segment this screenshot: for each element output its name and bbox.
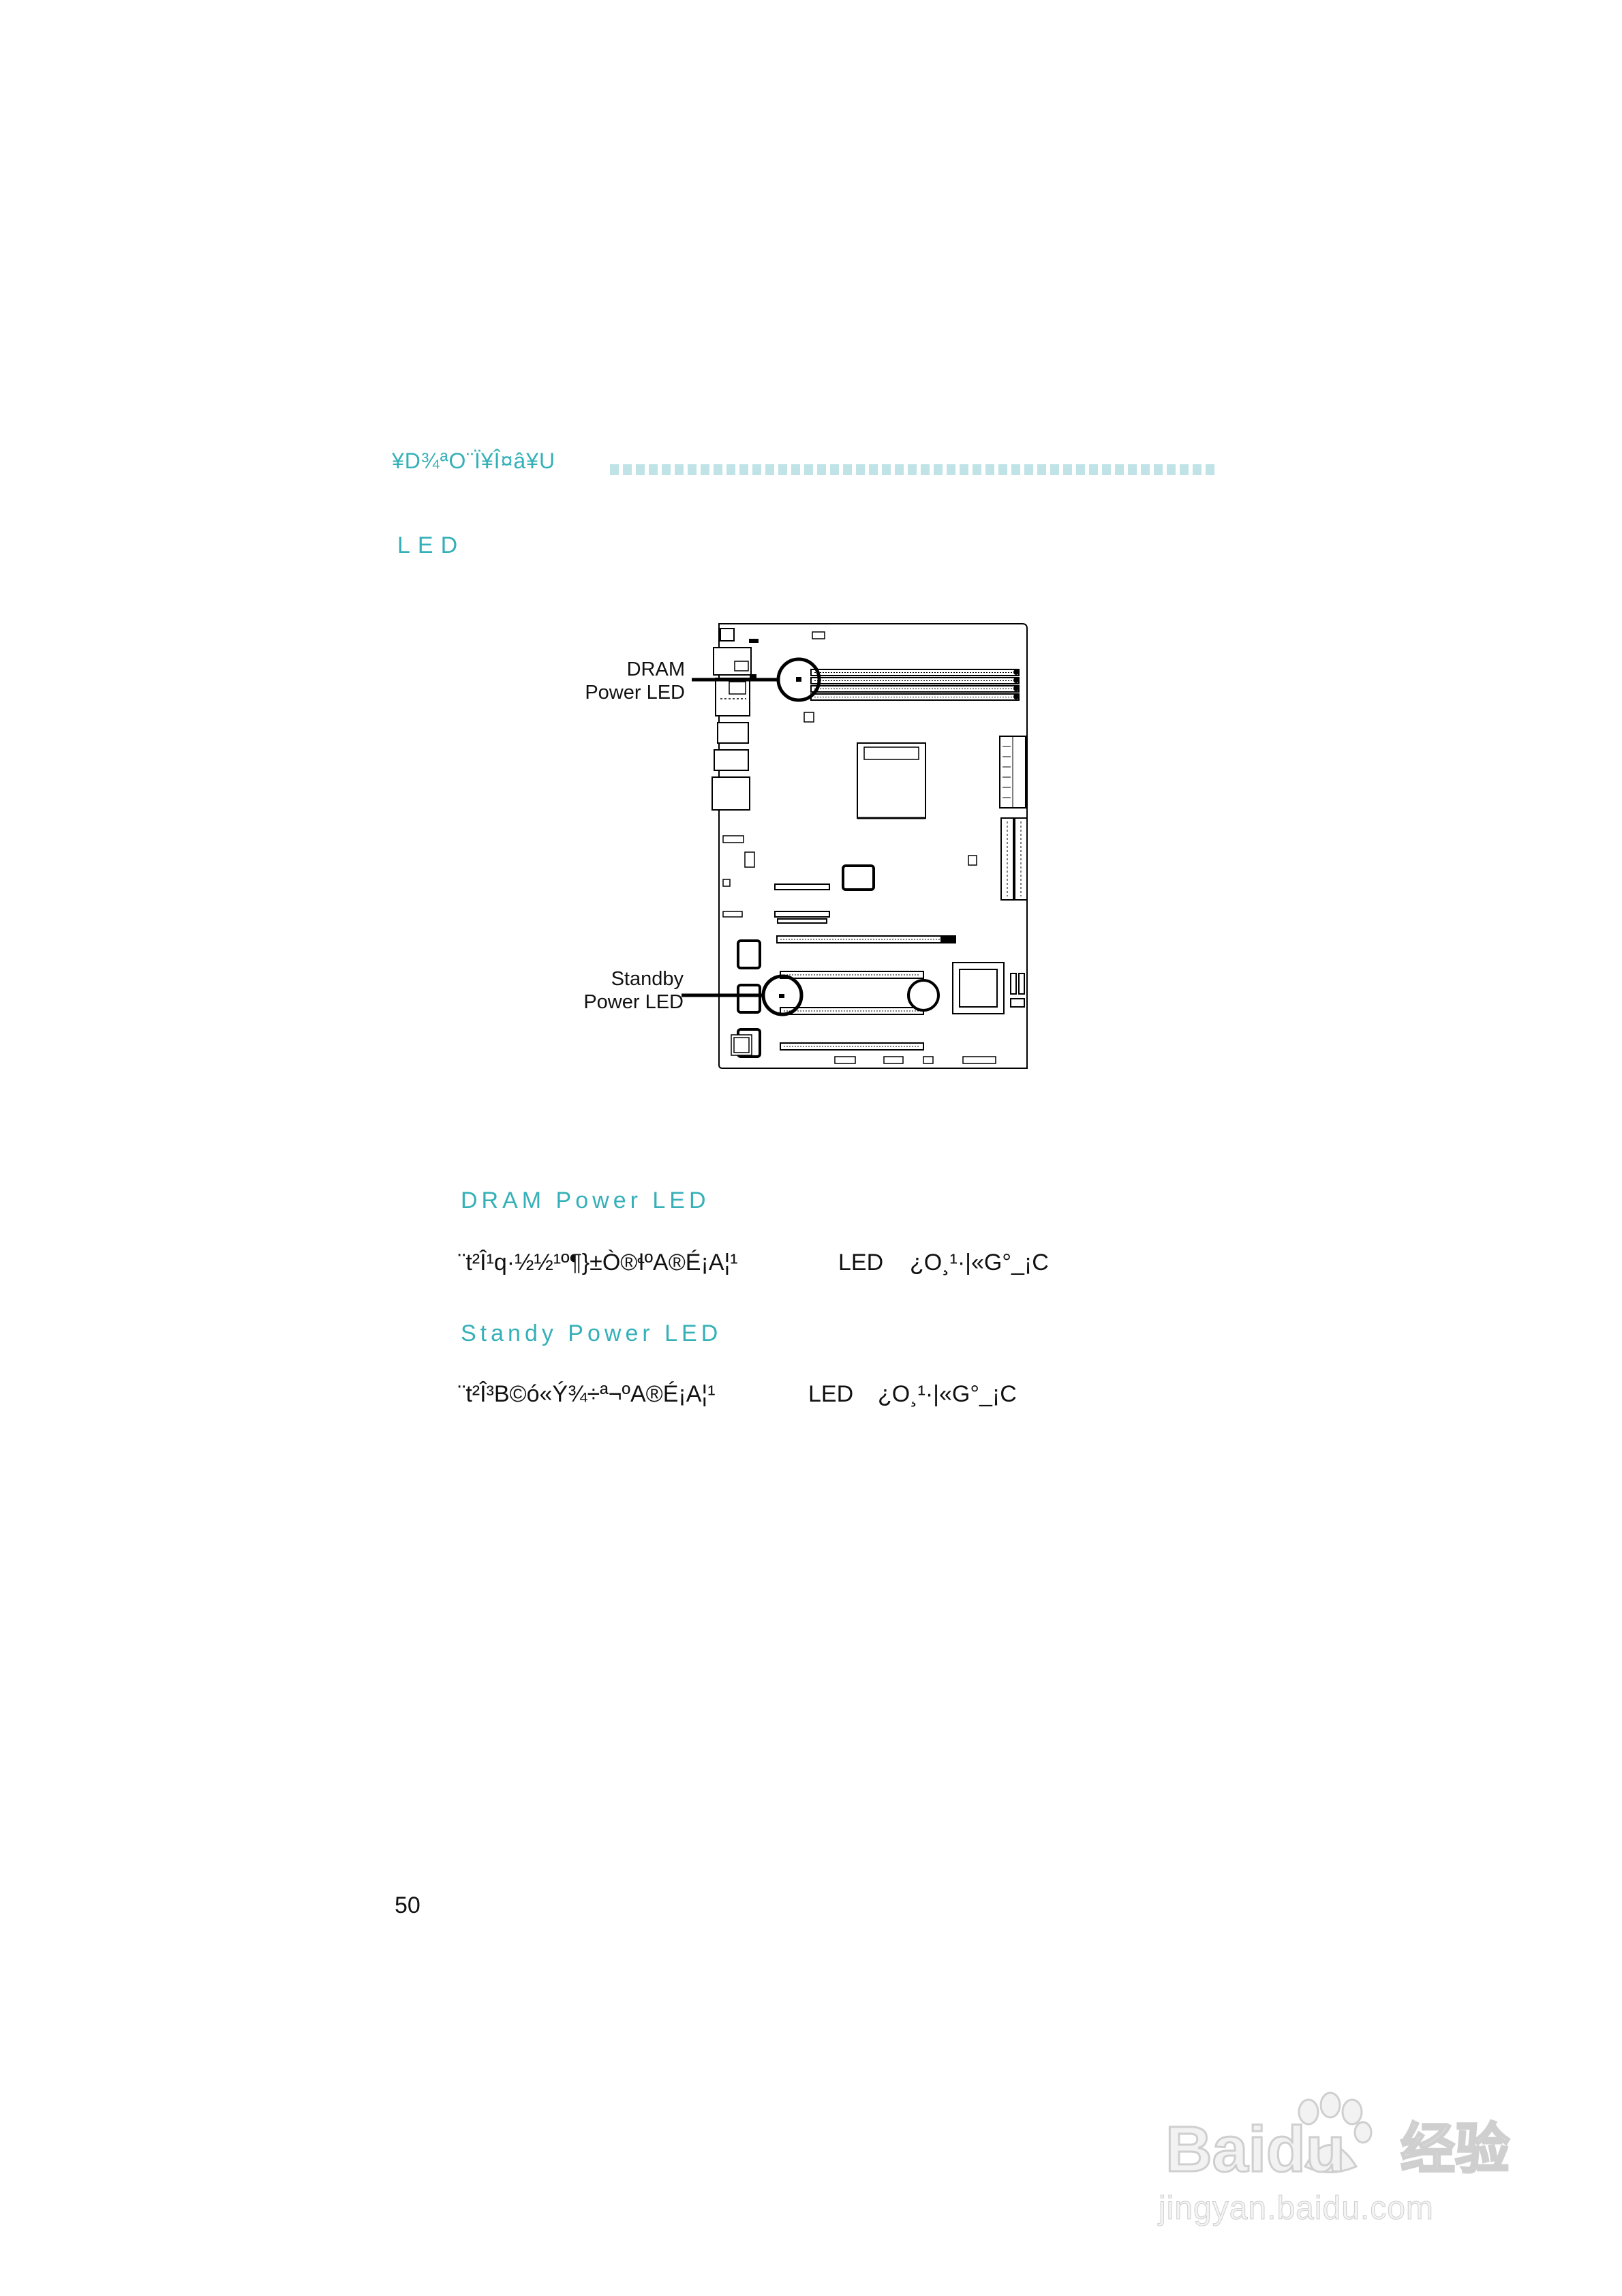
baidu-jingyan-watermark-logo: Baidu 经验 xyxy=(1159,2086,1540,2188)
motherboard-layout-svg xyxy=(682,623,1028,1069)
southbridge-chip xyxy=(952,962,1005,1014)
standby-power-led xyxy=(779,994,784,998)
sata-connectors xyxy=(1010,973,1025,1008)
callout-standby-line2: Power LED xyxy=(583,991,684,1013)
cpu-socket xyxy=(857,742,926,819)
section-title: LED xyxy=(397,532,465,558)
standby-led-callout: Standby Power LED xyxy=(569,967,684,1014)
pcie-x1-slots xyxy=(774,883,830,924)
manual-header-title: ¥D¾ªO¨Ï¥Î¤â¥U xyxy=(392,449,556,473)
header-dotted-rule xyxy=(610,464,1218,475)
callout-standby-line1: Standby xyxy=(611,968,684,990)
motherboard-diagram: DRAM Power LED Standby Power LED xyxy=(569,614,1046,1077)
callout-dram-line2: Power LED xyxy=(585,682,685,704)
watermark-url: jingyan.baidu.com xyxy=(1159,2190,1434,2227)
callout-dram-line1: DRAM xyxy=(626,659,685,680)
dram-led-callout: DRAM Power LED xyxy=(569,658,685,704)
standby-power-led-title: Standy Power LED xyxy=(461,1320,722,1346)
ide-connectors xyxy=(1000,817,1028,901)
atx-power-connector xyxy=(999,736,1026,809)
dram-power-led-text-suffix: ¿O¸¹·|«G°_¡C xyxy=(910,1250,1049,1275)
dram-power-led-text-prefix: ¨t²Î¹q·½½¹º¶}±Ò®ɬº­A®É¡A¦¹ xyxy=(458,1250,738,1275)
bottom-headers xyxy=(731,1034,996,1064)
board-outline xyxy=(718,623,1028,1069)
page-number: 50 xyxy=(395,1892,420,1918)
watermark-cn-text: 经验 xyxy=(1401,2117,1510,2181)
dram-power-led-text-led: LED xyxy=(838,1250,884,1275)
expansion-slots xyxy=(776,935,956,1051)
standby-power-led-text-suffix: ¿O¸¹·|«G°_¡C xyxy=(878,1381,1017,1407)
dram-power-led xyxy=(796,677,801,682)
standby-power-led-text-led: LED xyxy=(808,1381,854,1407)
cmos-battery xyxy=(907,979,940,1012)
dram-power-led-title: DRAM Power LED xyxy=(461,1188,710,1213)
watermark-brand-text: Baidu xyxy=(1165,2113,1345,2186)
standby-power-led-text-prefix: ¨t²Î³B©ó«Ý¾÷ª¬º­A®É¡A¦¹ xyxy=(458,1381,716,1407)
